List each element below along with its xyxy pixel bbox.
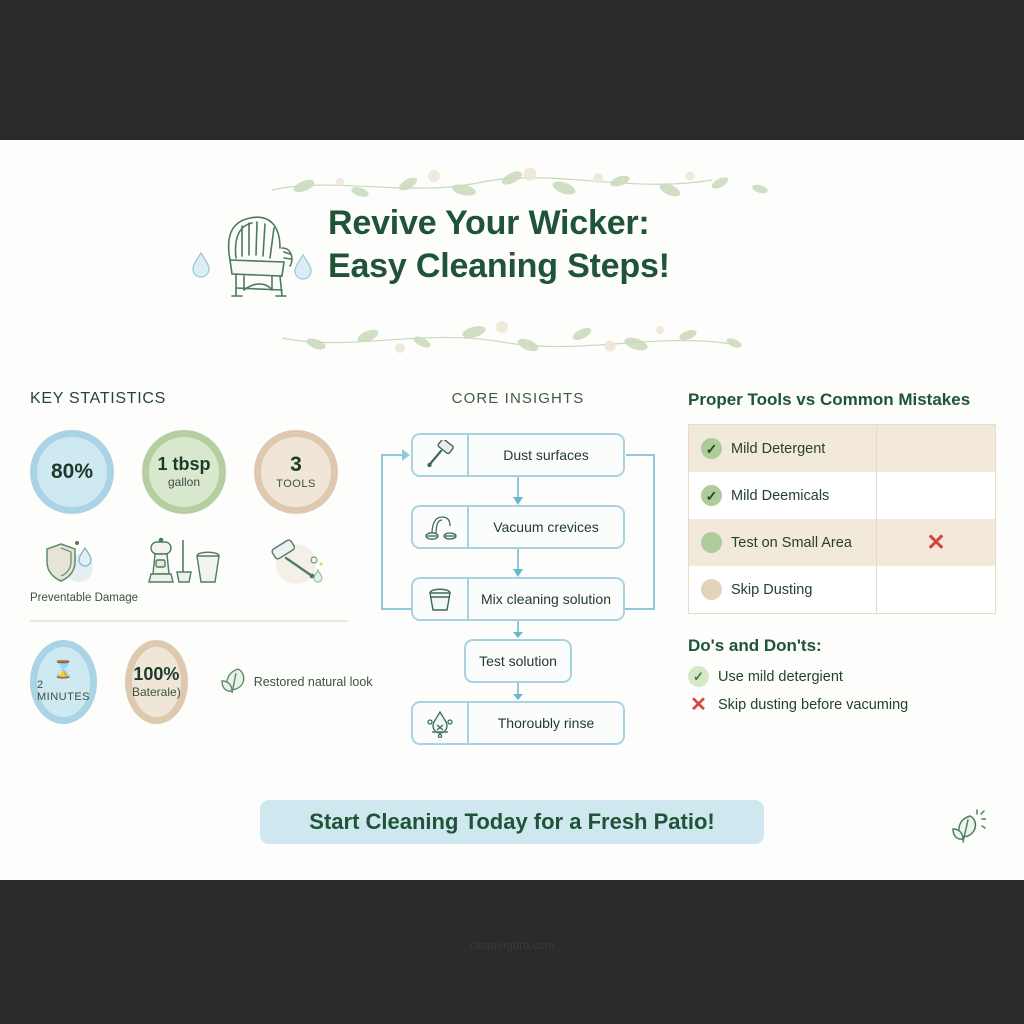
flow-node-label: Mix cleaning solution	[481, 590, 611, 607]
check-circle-icon: ✓	[688, 666, 709, 687]
page-title: Revive Your Wicker: Easy Cleaning Steps!	[328, 202, 928, 288]
restored-note-label: Restored natural look	[253, 675, 373, 689]
icon-cell	[142, 536, 226, 604]
table-row[interactable]: Test on Small Area ✕	[689, 519, 995, 566]
brush-icon	[413, 435, 469, 475]
flow-node-thoroughly-rinse[interactable]: Thoroubly rinse	[411, 701, 625, 745]
table-cell-mark	[877, 566, 995, 613]
comparison-panel: Proper Tools vs Common Mistakes ✓ Mild D…	[688, 390, 1000, 723]
leaf-icon	[221, 668, 245, 694]
key-statistics-panel: KEY STATISTICS 80% 1 tbsp gallon 3	[30, 390, 373, 724]
stat-value: 100%	[133, 664, 180, 685]
stat-item: 3 TOOLS	[254, 430, 338, 514]
water-spray-icon	[413, 703, 469, 743]
table-row[interactable]: ✓ Mild Deemicals	[689, 472, 995, 519]
flow-node-label: Thoroubly rinse	[497, 714, 595, 731]
header: Revive Your Wicker: Easy Cleaning Steps!	[0, 198, 1024, 308]
vacuum-mop-bucket-icon	[148, 537, 220, 583]
table-cell-mark	[877, 425, 995, 472]
letterbox-top	[0, 0, 1024, 140]
row-label: Mild Detergent	[731, 440, 826, 457]
vacuum-icon	[413, 507, 469, 547]
cross-icon: ✕	[926, 529, 946, 555]
flow-node-label: Test solution	[479, 652, 557, 669]
row-label: Mild Deemicals	[731, 487, 830, 504]
row-label: Skip Dusting	[731, 581, 813, 598]
botanical-border-bottom-icon	[212, 318, 812, 360]
table-cell-label: Test on Small Area	[689, 519, 877, 566]
stat-sub: gallon	[167, 474, 201, 489]
stat-sub: 2 MINUTES	[37, 679, 90, 703]
flow-arrow	[372, 683, 664, 701]
flow-node-dust-surfaces[interactable]: Dust surfaces	[411, 433, 625, 477]
stat-value: 3	[290, 453, 302, 477]
letterbox-bottom	[0, 880, 1024, 1024]
brush-spray-icon	[271, 539, 323, 584]
do-item-label: Use mild detergient	[718, 668, 843, 685]
title-line-2: Easy Cleaning Steps!	[328, 247, 670, 286]
icon-label: Preventable Damage	[30, 592, 139, 604]
stat-circle-detergent-ratio: 1 tbsp gallon	[142, 430, 226, 514]
key-statistics-heading: KEY STATISTICS	[30, 390, 167, 407]
flow-arrow	[372, 549, 664, 577]
title-line-1: Revive Your Wicker:	[328, 204, 650, 242]
stat-item: 80%	[30, 430, 114, 514]
stat-value: 80%	[50, 459, 94, 483]
flow-node-label: Vacuum crevices	[493, 518, 599, 535]
table-cell-label: ✓ Mild Deemicals	[689, 472, 877, 519]
stat-sub: TOOLS	[276, 477, 316, 490]
stat-circle-tools: 3 TOOLS	[254, 430, 338, 514]
flow-arrow	[372, 477, 664, 505]
status-dot-icon	[701, 532, 722, 553]
flow-node-vacuum-crevices[interactable]: Vacuum crevices	[411, 505, 625, 549]
table-cell-mark	[877, 472, 995, 519]
cta-banner[interactable]: Start Cleaning Today for a Fresh Patio!	[260, 800, 764, 844]
dont-item-label: Skip dusting before vacuming	[718, 697, 909, 713]
comparison-table: ✓ Mild Detergent ✓ Mild Deemicals	[688, 424, 996, 614]
stat-circle-row: 80% 1 tbsp gallon 3 TOOLS	[30, 430, 360, 514]
process-flowchart: Dust surfaces Vacuum crevices	[372, 433, 664, 745]
shield-water-drop-icon	[46, 541, 93, 582]
do-item: ✓ Use mild detergient	[688, 666, 1000, 687]
bucket-icon	[413, 579, 469, 619]
stat-circle-time: ⌛ 2 MINUTES	[30, 640, 97, 724]
table-row[interactable]: Skip Dusting	[689, 566, 995, 613]
core-insights-heading: CORE INSIGHTS	[451, 390, 585, 407]
table-cell-mark: ✕	[877, 519, 995, 566]
cta-label: Start Cleaning Today for a Fresh Patio!	[309, 809, 715, 834]
brand-leaf-sparkle-icon	[944, 808, 987, 850]
core-insights-panel: CORE INSIGHTS Dust surfaces	[372, 390, 664, 745]
stat-value: 1 tbsp	[157, 454, 211, 475]
secondary-stat-row: ⌛ 2 MINUTES 100% Bateralе) Restored natu…	[30, 640, 373, 724]
infographic-canvas: Revive Your Wicker: Easy Cleaning Steps!	[0, 140, 1024, 880]
status-dot-icon	[701, 579, 722, 600]
cross-icon: ✕	[690, 694, 707, 716]
row-label: Test on Small Area	[731, 534, 852, 551]
hourglass-icon: ⌛	[52, 660, 75, 679]
table-row[interactable]: ✓ Mild Detergent	[689, 425, 995, 472]
botanical-border-top-icon	[212, 164, 812, 206]
dos-and-donts-heading: Do's and Don'ts:	[688, 636, 822, 655]
stat-circle-preventable-damage: 80%	[30, 430, 114, 514]
stat-item: 1 tbsp gallon	[142, 430, 226, 514]
flow-node-mix-cleaning-solution[interactable]: Mix cleaning solution	[411, 577, 625, 621]
icon-cell: Preventable Damage	[30, 536, 139, 604]
wicker-chair-icon	[192, 204, 316, 304]
restored-note: Restored natural look	[216, 665, 373, 699]
table-cell-label: Skip Dusting	[689, 566, 877, 613]
comparison-heading: Proper Tools vs Common Mistakes	[688, 390, 971, 409]
stat-circle-restored: 100% Bateralе)	[125, 640, 188, 724]
stat-icon-row: Preventable Damage	[30, 536, 360, 604]
table-cell-label: ✓ Mild Detergent	[689, 425, 877, 472]
flow-arrow	[372, 621, 664, 639]
stat-sub: Bateralе)	[132, 684, 181, 699]
flow-node-label: Dust surfaces	[503, 446, 589, 463]
check-circle-icon: ✓	[701, 485, 722, 506]
check-circle-icon: ✓	[701, 438, 722, 459]
section-divider	[30, 620, 348, 622]
icon-cell	[254, 536, 338, 604]
flow-node-test-solution[interactable]: Test solution	[464, 639, 572, 683]
footer-watermark: cleaningbro.com	[469, 940, 555, 952]
dont-item: ✕ Skip dusting before vacuming	[688, 695, 1000, 715]
